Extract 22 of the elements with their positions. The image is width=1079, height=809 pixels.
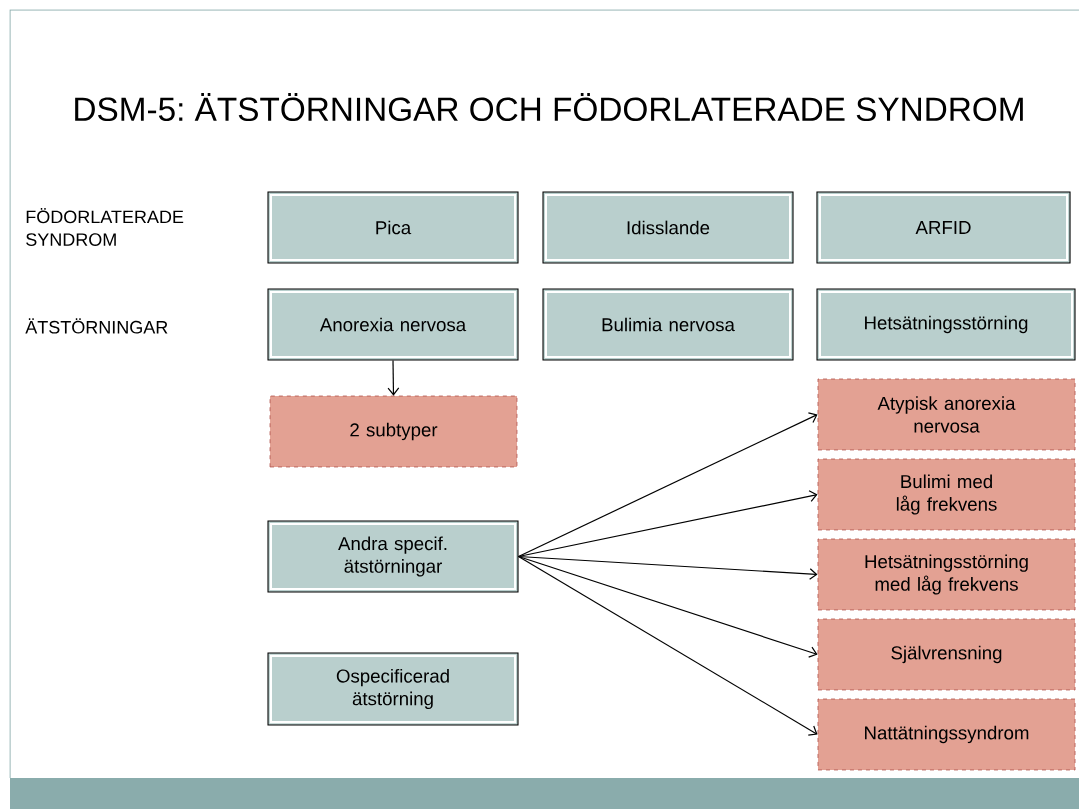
subtype-box: Bulimi med låg frekvens [817,458,1076,531]
subtype-box: Hetsätningsstörning med låg frekvens [817,538,1076,611]
category-box: Anorexia nervosa [267,288,519,361]
category-box: Andra specif. ätstörningar [267,520,519,593]
arrow [517,555,818,736]
arrow [517,490,818,558]
subtype-box: Atypisk anorexia nervosa [817,378,1076,451]
subtype-box: Självrensning [817,618,1076,691]
category-box: Ospecificerad ätstörning [267,652,519,726]
arrow [517,412,818,558]
category-box: Idisslande [542,191,794,264]
row-label: ÄTSTÖRNINGAR [25,318,168,334]
category-box: Bulimia nervosa [542,288,794,361]
row-label: FÖDORLATERADE SYNDROM [26,208,184,246]
title: DSM-5: ÄTSTÖRNINGAR OCH FÖDORLATERADE SYNDROM [75,92,1023,122]
category-box: Hetsätningsstörning [816,288,1076,361]
subtype-box: 2 subtyper [269,395,518,468]
arrow [517,555,818,658]
arrow [387,359,400,396]
subtype-box: Nattätningssyndrom [817,698,1076,771]
category-box: Pica [267,191,519,264]
category-box: ARFID [816,191,1071,264]
